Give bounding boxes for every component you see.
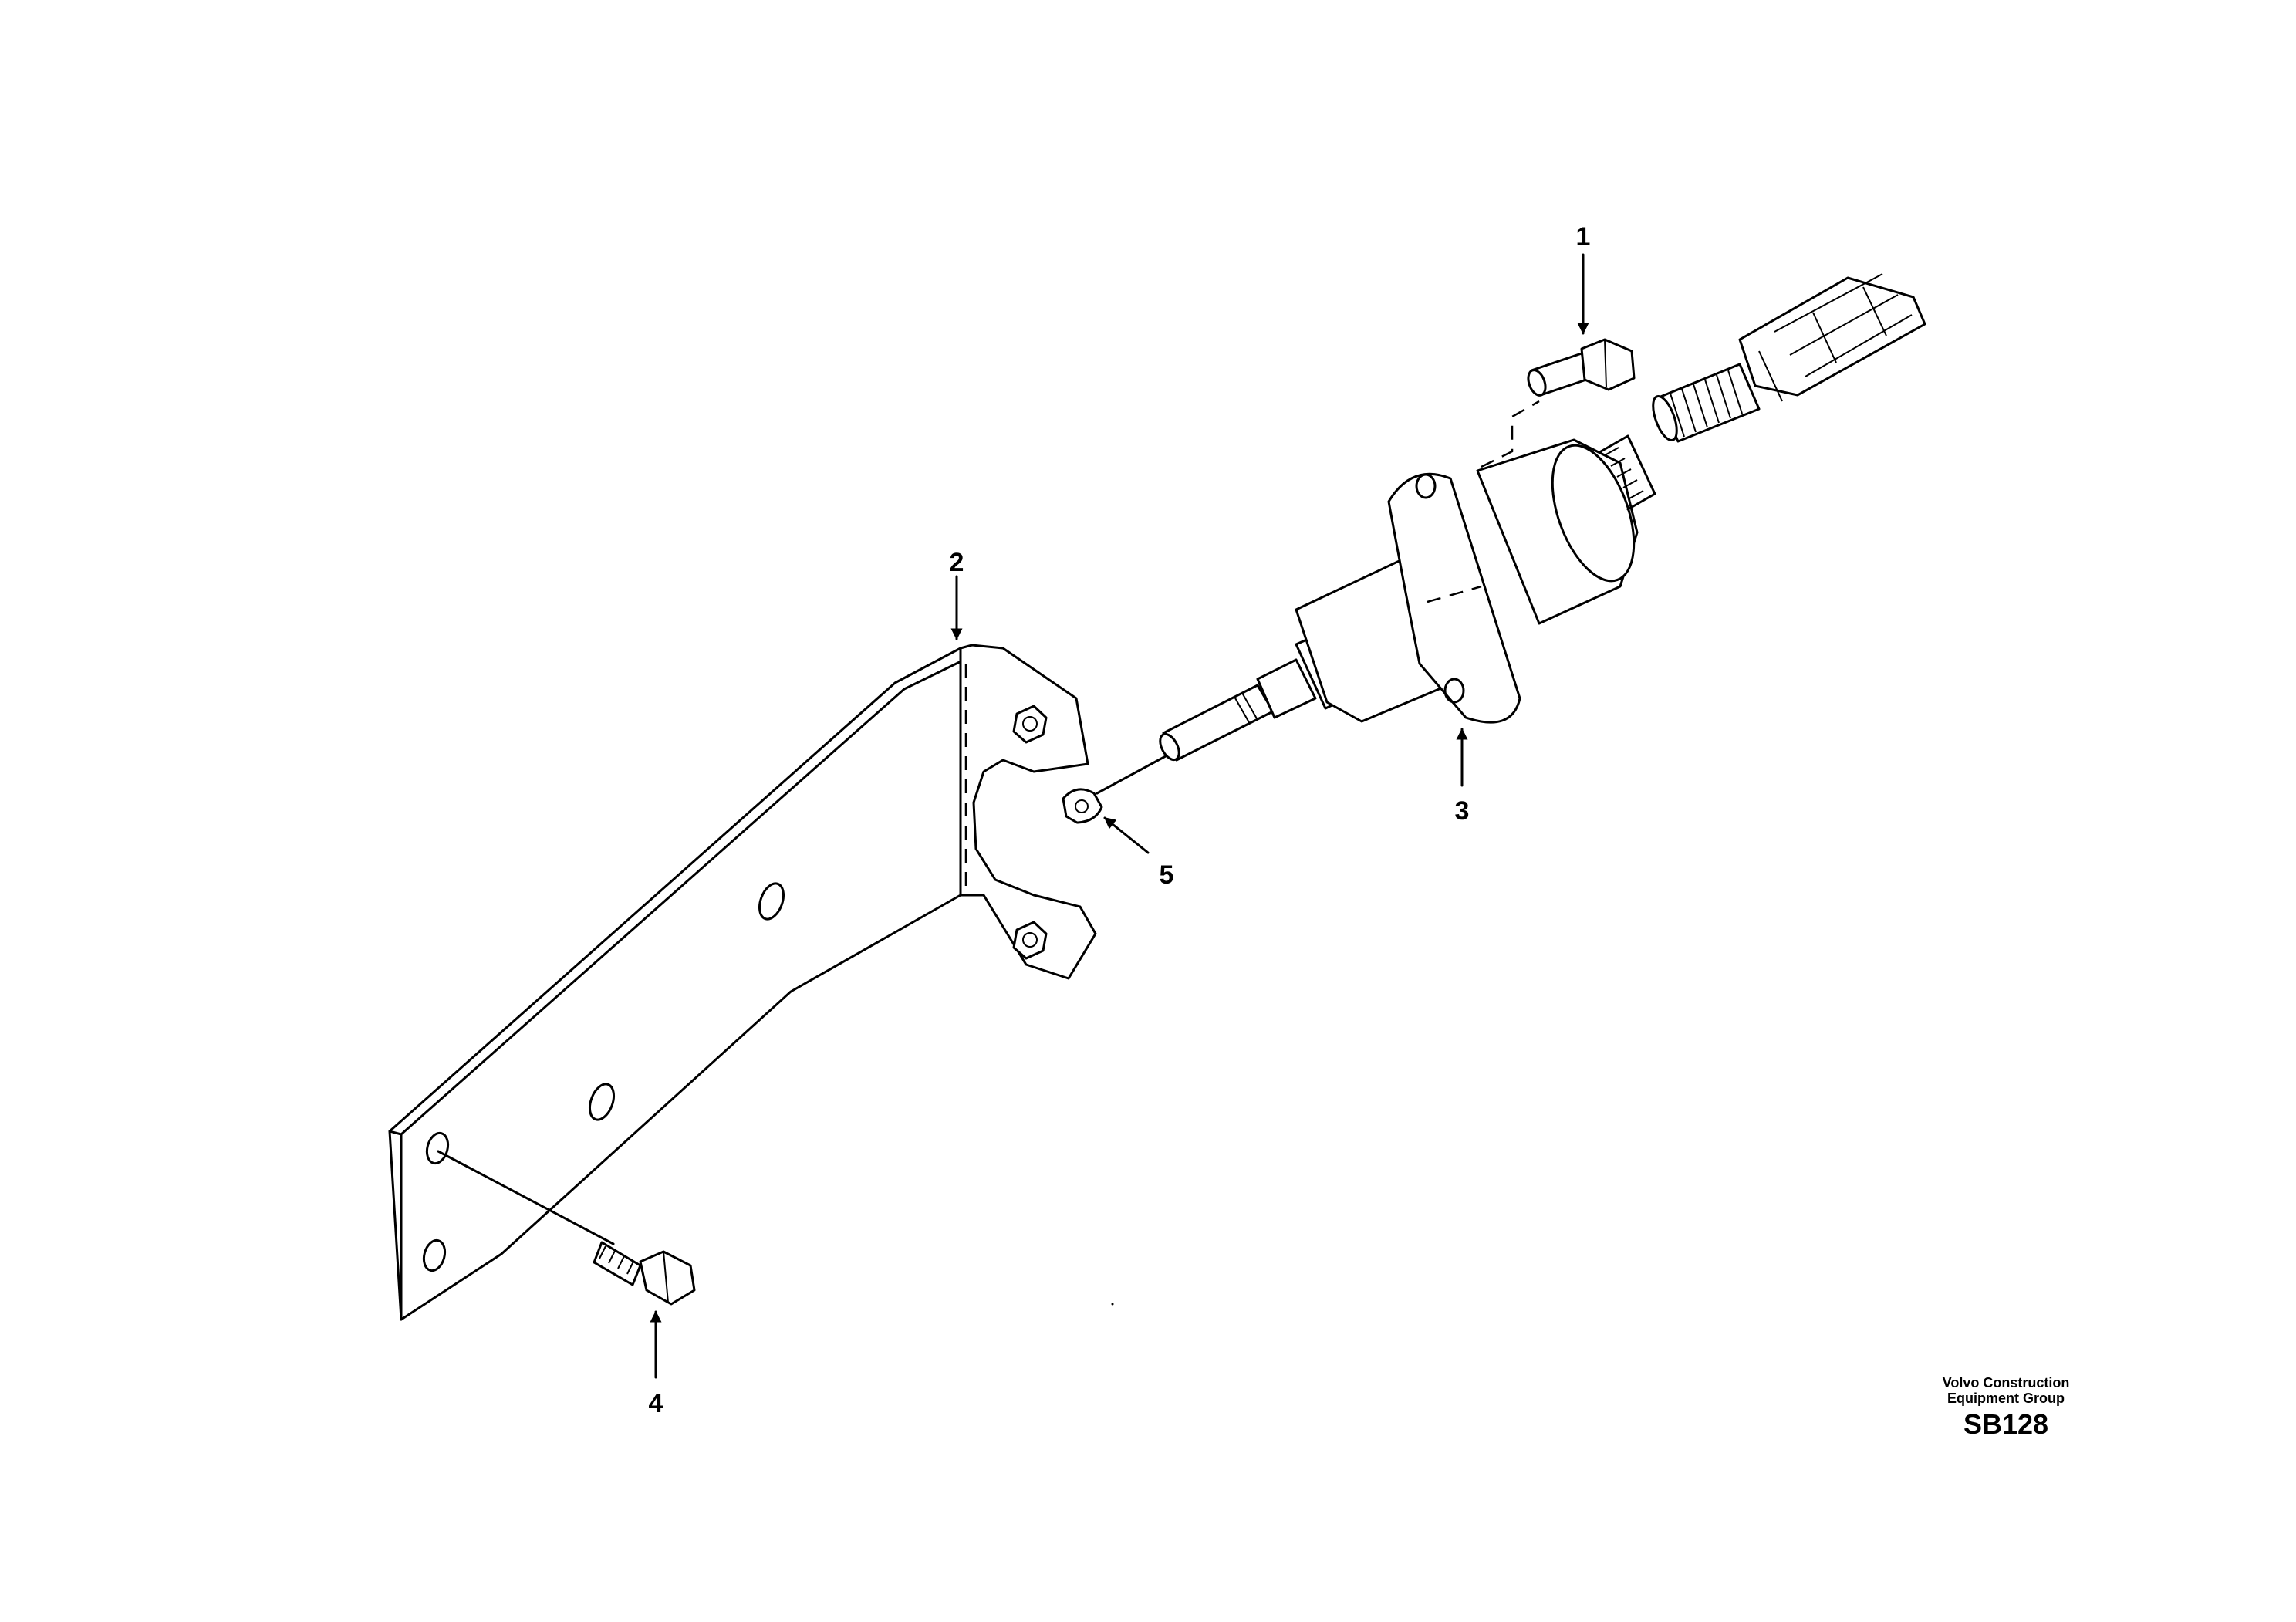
- solenoid-part-3: [1159, 400, 1656, 762]
- callout-4: 4: [649, 1310, 663, 1418]
- bracket-part-2: [388, 644, 1097, 1321]
- diagram-code: SB128: [1963, 1408, 2049, 1440]
- bolt-part-1: [1527, 338, 1636, 397]
- nut-part-5: [1062, 751, 1174, 824]
- callout-2: 2: [950, 548, 964, 640]
- flange-nut-upper: [1012, 705, 1048, 744]
- callout-5: 5: [1103, 816, 1174, 890]
- callout-5-label: 5: [1160, 860, 1174, 890]
- flange-nut-lower: [1012, 921, 1048, 960]
- callout-3: 3: [1455, 728, 1470, 826]
- callout-2-label: 2: [950, 548, 964, 577]
- company-name-line-1: Volvo Construction: [1942, 1375, 2070, 1391]
- callout-3-label: 3: [1455, 796, 1470, 826]
- callout-1: 1: [1576, 222, 1591, 335]
- publisher-caption: Volvo Construction Equipment Group SB128: [1913, 1375, 2098, 1440]
- callout-4-label: 4: [649, 1389, 663, 1418]
- company-name-line-2: Equipment Group: [1947, 1391, 2065, 1406]
- callout-1-label: 1: [1576, 222, 1591, 252]
- connector-assembly: [1652, 273, 1926, 443]
- bolt-part-4: [437, 1150, 696, 1306]
